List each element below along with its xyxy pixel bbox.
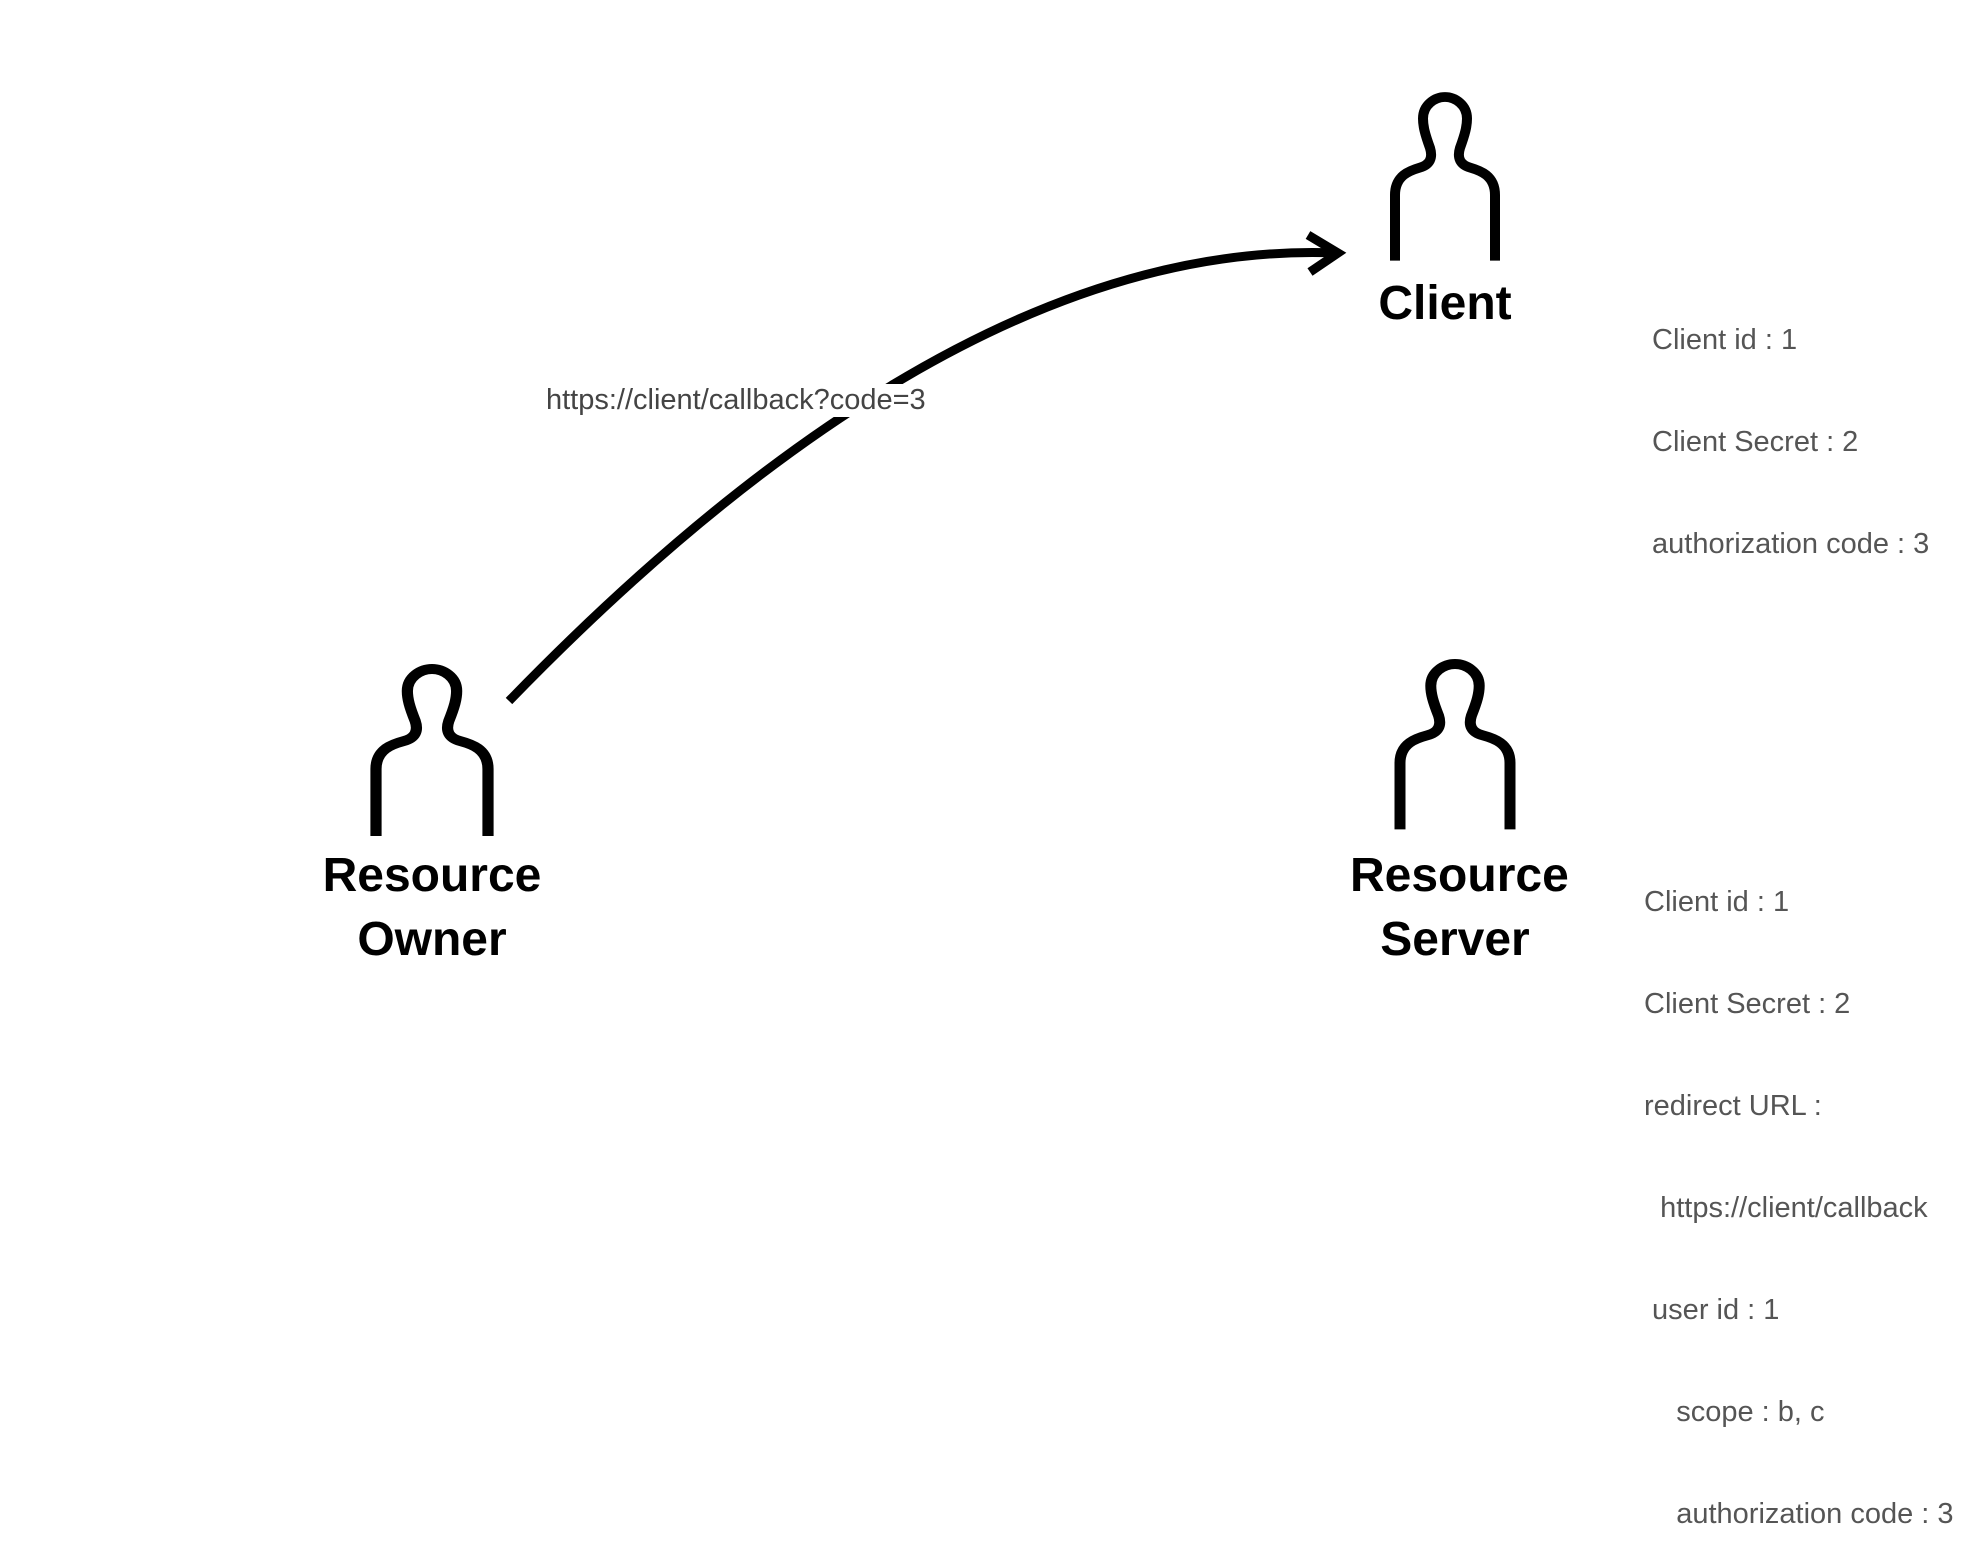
client-info-line: authorization code : 3 [1652,528,1930,560]
resource-owner-label: Resource Owner [312,844,552,972]
resource-server-label-line2: Server [1380,913,1530,966]
resource-server-label-line1: Resource [1350,849,1569,902]
redirect-arrow-line [505,248,1337,705]
diagram-canvas [0,0,1962,1078]
resource-server-info-line: scope : b, c [1644,1396,1825,1428]
resource-server-info-line: authorization code : 3 [1644,1498,1954,1530]
client-info-line: Client Secret : 2 [1652,426,1859,458]
redirect-edge-label: https://client/callback?code=3 [542,384,930,417]
resource-owner-label-line1: Resource [322,849,542,902]
client-person-icon [1395,97,1495,261]
client-label: Client [1378,277,1512,330]
resource-server-info-line: user id : 1 [1644,1294,1780,1326]
client-info-line: Client id : 1 [1652,324,1798,356]
client-info: Client id : 1 Client Secret : 2 authoriz… [1652,255,1929,595]
resource-server-info-line: Client id : 1 [1644,886,1790,918]
resource-server-info-line: Client Secret : 2 [1644,988,1851,1020]
resource-server-info: Client id : 1 Client Secret : 2 redirect… [1644,817,1954,1565]
arrowhead-icon [1305,231,1347,276]
resource-owner-person-icon [376,669,488,836]
resource-owner-label-line2: Owner [357,913,507,966]
resource-server-info-line: redirect URL : [1644,1090,1822,1122]
resource-server-person-icon [1400,664,1510,829]
resource-server-info-line: https://client/callback [1644,1192,1928,1224]
resource-server-label: Resource Server [1350,844,1569,972]
